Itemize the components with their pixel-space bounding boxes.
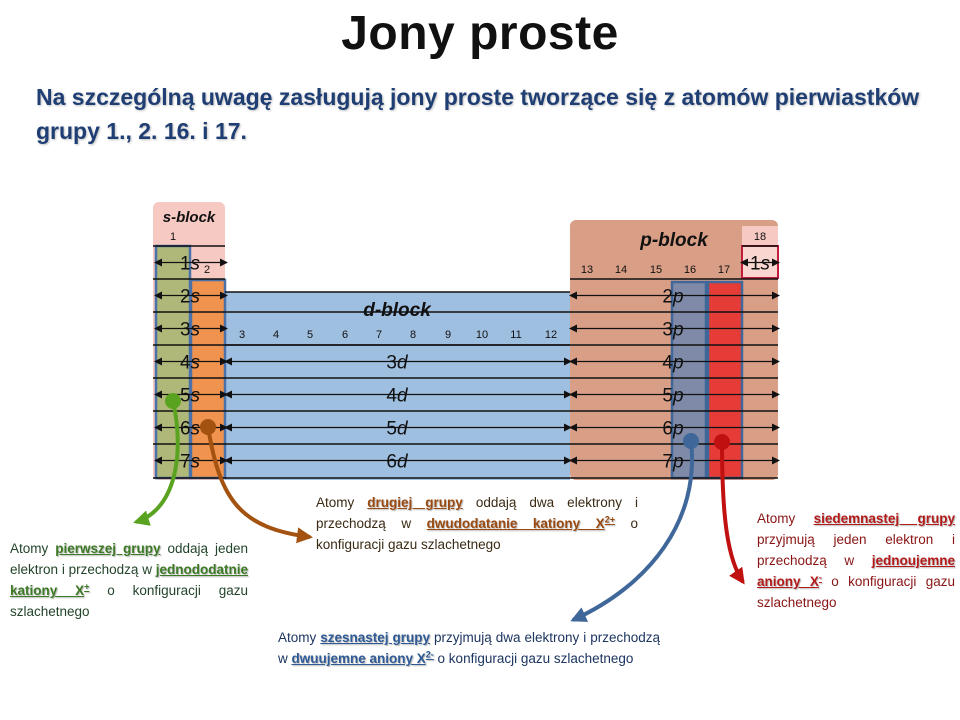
- group-number: 6: [342, 329, 348, 341]
- orbital-label: 6p: [662, 419, 683, 440]
- group18-header-box: [742, 226, 778, 246]
- orbital-label: 6d: [386, 452, 409, 473]
- group-number: 2: [204, 264, 210, 276]
- orbital-labels: 1s 2s 3s 4s 5s 6s 7s 3d 4d 5d 6d 2p 3p 4p 5p 6p 7p 1s: [180, 254, 771, 473]
- page-subtitle: Na szczególną uwagę zasługują jony prost…: [36, 84, 920, 144]
- orbital-label: 4s: [180, 353, 201, 374]
- group-number: 9: [445, 329, 451, 341]
- orbital-label: 4p: [662, 353, 683, 374]
- group17-arrow: [720, 441, 745, 585]
- group-number: 4: [273, 329, 279, 341]
- orbital-label: 3s: [180, 320, 201, 341]
- orbital-label: 5p: [662, 386, 683, 407]
- group2-dot: [200, 419, 216, 435]
- note-group16: Atomy szesnastej grupy przyjmują dwa ele…: [278, 630, 661, 666]
- orbital-label: 7p: [662, 452, 683, 473]
- orbital-label: 2p: [662, 287, 683, 308]
- group-number: 17: [718, 264, 730, 276]
- group17-dot: [714, 434, 730, 450]
- group1-arrow: [133, 400, 180, 526]
- orbital-label: 5d: [386, 419, 409, 440]
- group-number: 12: [545, 329, 557, 341]
- group-number: 15: [650, 264, 662, 276]
- group16-arrow: [570, 440, 695, 622]
- group-number: 10: [476, 329, 488, 341]
- orbital-label: 3d: [386, 353, 409, 374]
- note-group17: Atomy siedemnastej grupy przyjmują jeden…: [757, 511, 955, 610]
- orbital-label: 1s: [750, 254, 771, 275]
- d-block-title: d-block: [363, 300, 432, 321]
- row-arrows: [154, 258, 780, 465]
- group-number: 16: [684, 264, 696, 276]
- group-number: 13: [581, 264, 593, 276]
- orbital-label: 2s: [180, 287, 201, 308]
- s-block-title: s-block: [163, 209, 216, 226]
- note-group2: Atomy drugiej grupy oddają dwa elektrony…: [316, 495, 638, 552]
- orbital-label: 5s: [180, 386, 201, 407]
- group-number: 18: [754, 231, 766, 243]
- orbital-label: 7s: [180, 452, 201, 473]
- group16-highlight: [670, 280, 708, 480]
- d-block-background: [225, 292, 570, 480]
- group-number: 14: [615, 264, 627, 276]
- group-number: 11: [510, 329, 521, 341]
- group-number: 1: [170, 231, 176, 243]
- group16-dot: [683, 433, 699, 449]
- orbital-label: 4d: [386, 386, 409, 407]
- orbital-label: 6s: [180, 419, 201, 440]
- note-group1: Atomy pierwszej grupy oddają jeden elekt…: [10, 541, 248, 619]
- orbital-label: 1s: [180, 254, 201, 275]
- group1-dot: [165, 393, 181, 409]
- group-number: 5: [307, 329, 313, 341]
- group-number: 8: [410, 329, 416, 341]
- p-block-title: p-block: [639, 230, 709, 251]
- row-separators: [153, 245, 778, 479]
- group2-arrow: [206, 426, 313, 544]
- orbital-label: 3p: [662, 320, 683, 341]
- group-number: 7: [376, 329, 382, 341]
- group2-highlight: [189, 278, 227, 480]
- group-number: 3: [239, 329, 245, 341]
- page-title: Jony proste: [341, 7, 619, 60]
